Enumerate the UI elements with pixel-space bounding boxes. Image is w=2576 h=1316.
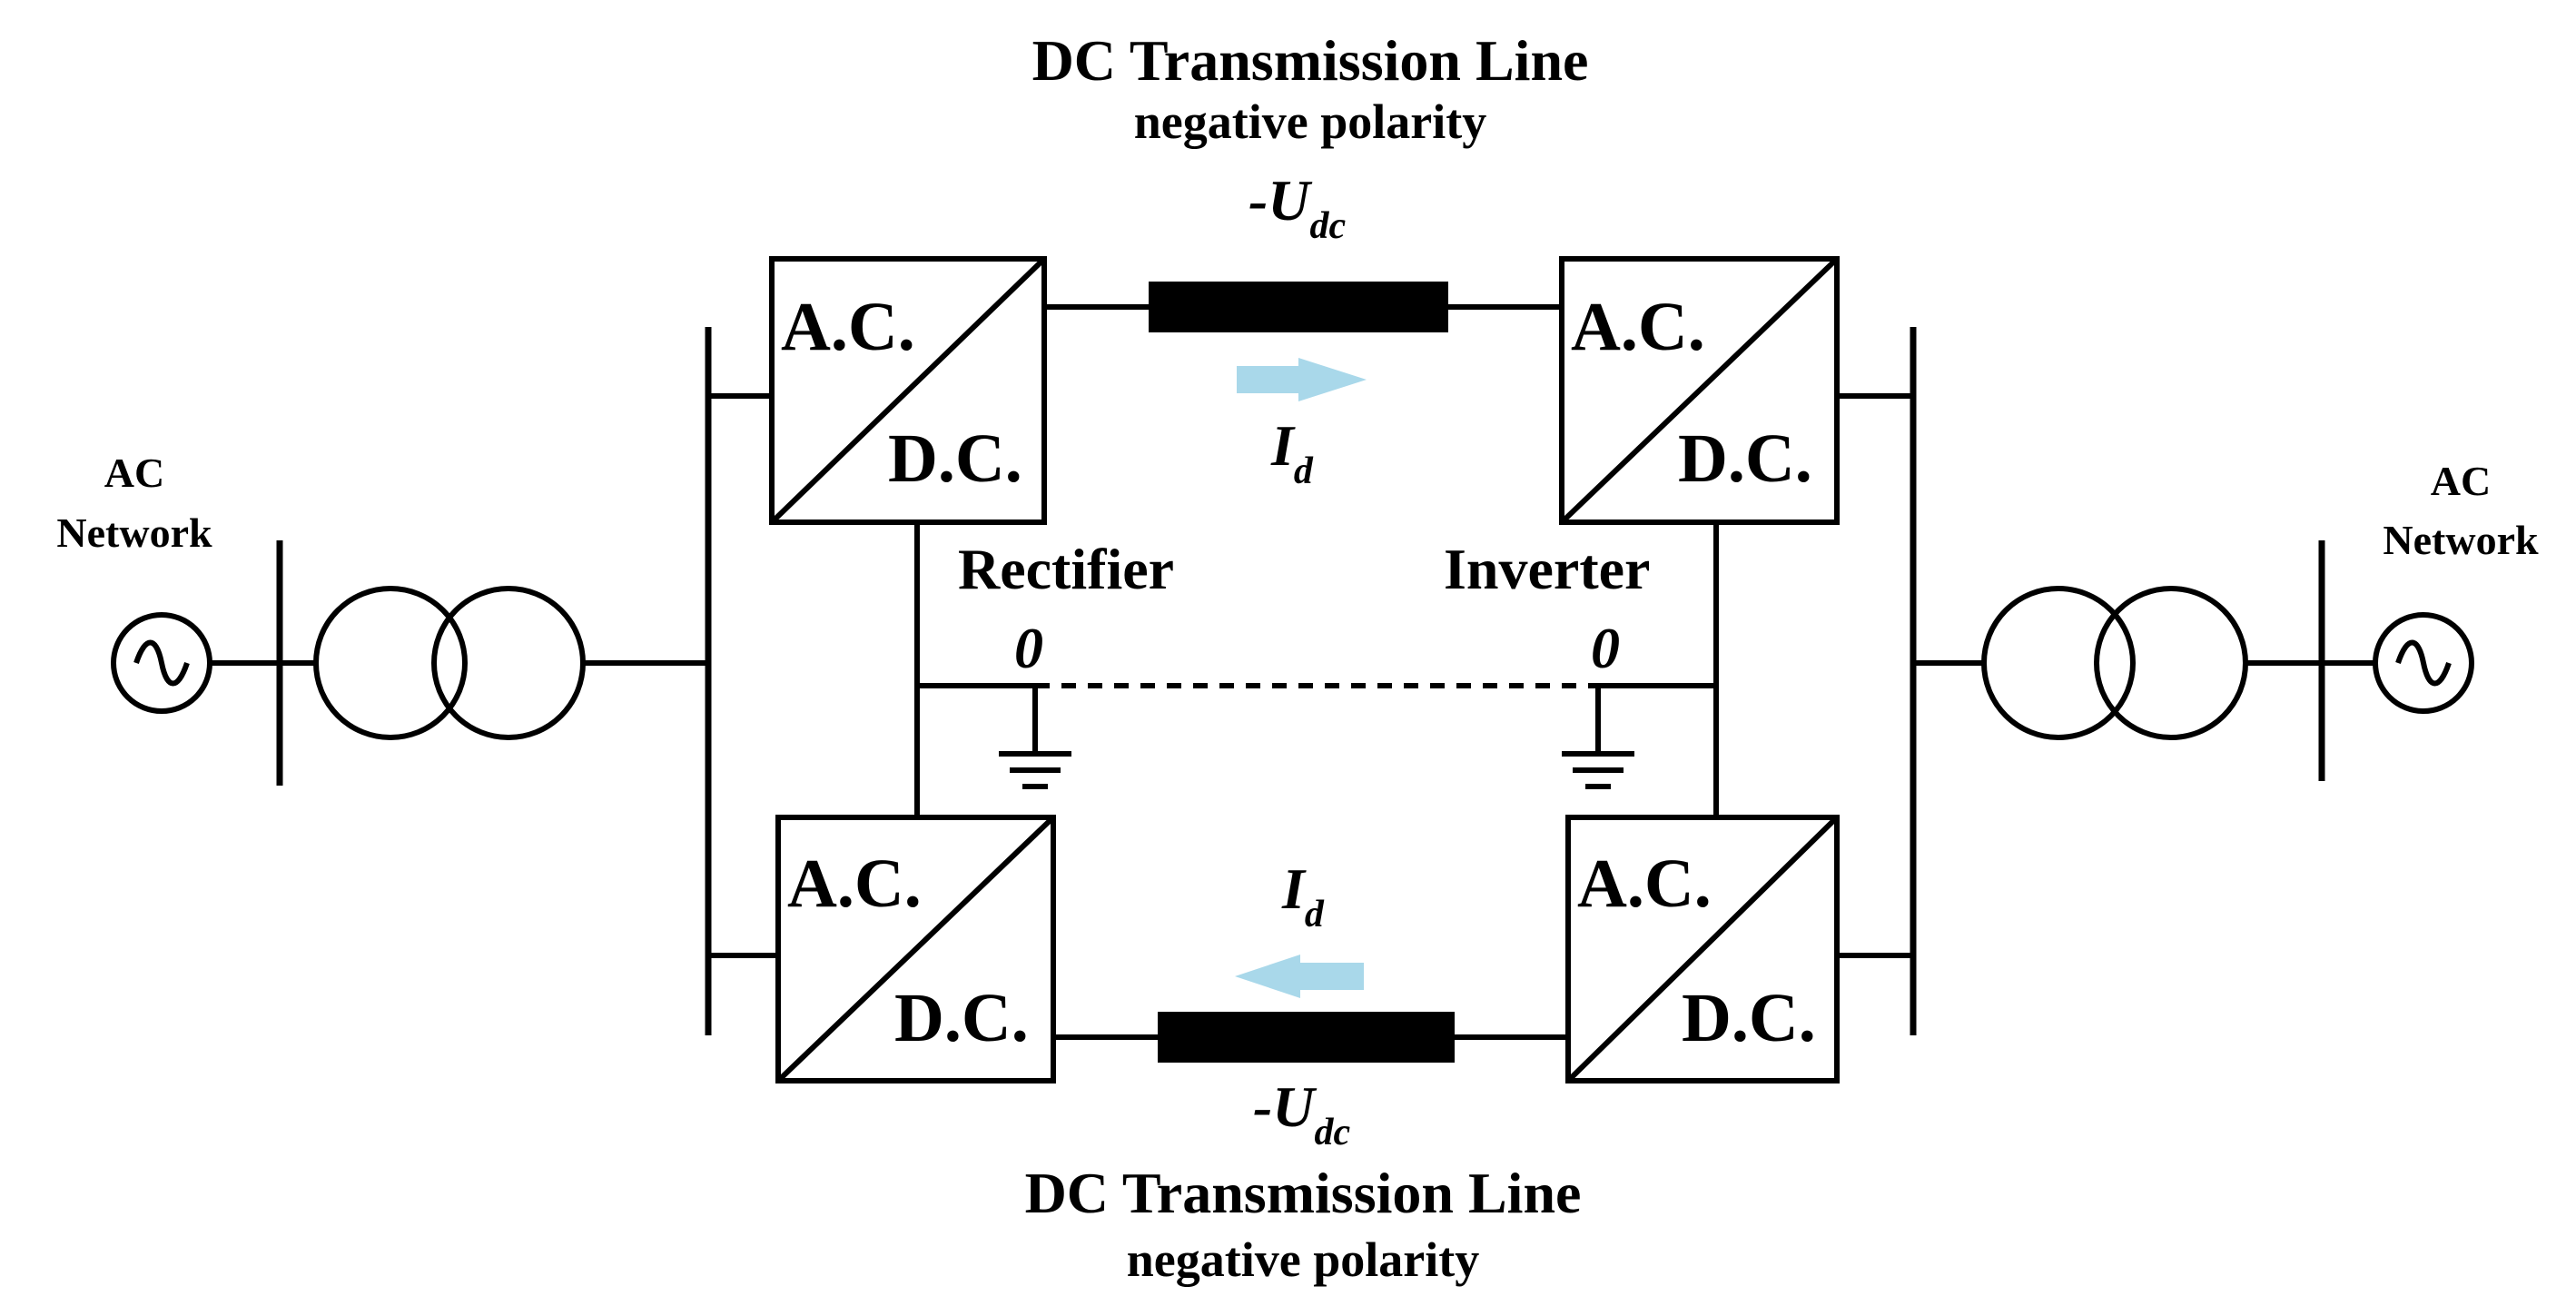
rectifier-label: Rectifier: [958, 537, 1174, 601]
converter-dc-label: D.C.: [888, 421, 1022, 497]
left-ac-source-icon: [111, 612, 212, 714]
converter-dc-label: D.C.: [1678, 421, 1812, 497]
converter-ac-label: A.C.: [1577, 846, 1712, 922]
top-udc-label: -Udc: [1249, 168, 1347, 247]
top-current-arrow-icon: [1237, 358, 1367, 401]
bottom-inverter-converter: A.C. D.C.: [1565, 815, 1840, 1083]
bottom-current-arrow-icon: [1235, 955, 1364, 998]
top-line-title: DC Transmission Line: [1032, 28, 1589, 93]
top-rectifier-converter: A.C. D.C.: [769, 256, 1047, 525]
left-ground-icon: [999, 686, 1071, 789]
right-ac-label: AC: [2431, 458, 2491, 504]
left-zero-label: 0: [1014, 616, 1043, 680]
bottom-line-title: DC Transmission Line: [1025, 1161, 1582, 1225]
top-line-polarity: negative polarity: [1134, 94, 1486, 149]
top-inverter-converter: A.C. D.C.: [1559, 256, 1840, 525]
bottom-dc-cable: [1158, 1012, 1455, 1063]
right-ac-source-icon: [2373, 612, 2474, 714]
left-transformer-icon: [313, 586, 586, 740]
right-network-label: Network: [2383, 517, 2539, 563]
converter-ac-label: A.C.: [787, 846, 922, 922]
bottom-udc-label: -Udc: [1253, 1074, 1351, 1153]
bottom-id-label: Id: [1281, 856, 1325, 935]
converter-dc-label: D.C.: [1682, 980, 1816, 1056]
top-id-label: Id: [1270, 413, 1314, 492]
bottom-rectifier-converter: A.C. D.C.: [775, 815, 1056, 1083]
top-dc-cable: [1149, 282, 1448, 332]
right-transformer-icon: [1981, 586, 2248, 740]
right-zero-label: 0: [1591, 616, 1620, 680]
converter-ac-label: A.C.: [1571, 289, 1705, 365]
right-ground-icon: [1562, 686, 1634, 789]
inverter-label: Inverter: [1444, 537, 1650, 601]
converter-dc-label: D.C.: [894, 980, 1029, 1056]
bottom-line-polarity: negative polarity: [1127, 1232, 1479, 1287]
left-network-label: Network: [56, 510, 212, 556]
left-ac-label: AC: [104, 450, 164, 496]
converter-ac-label: A.C.: [781, 289, 915, 365]
